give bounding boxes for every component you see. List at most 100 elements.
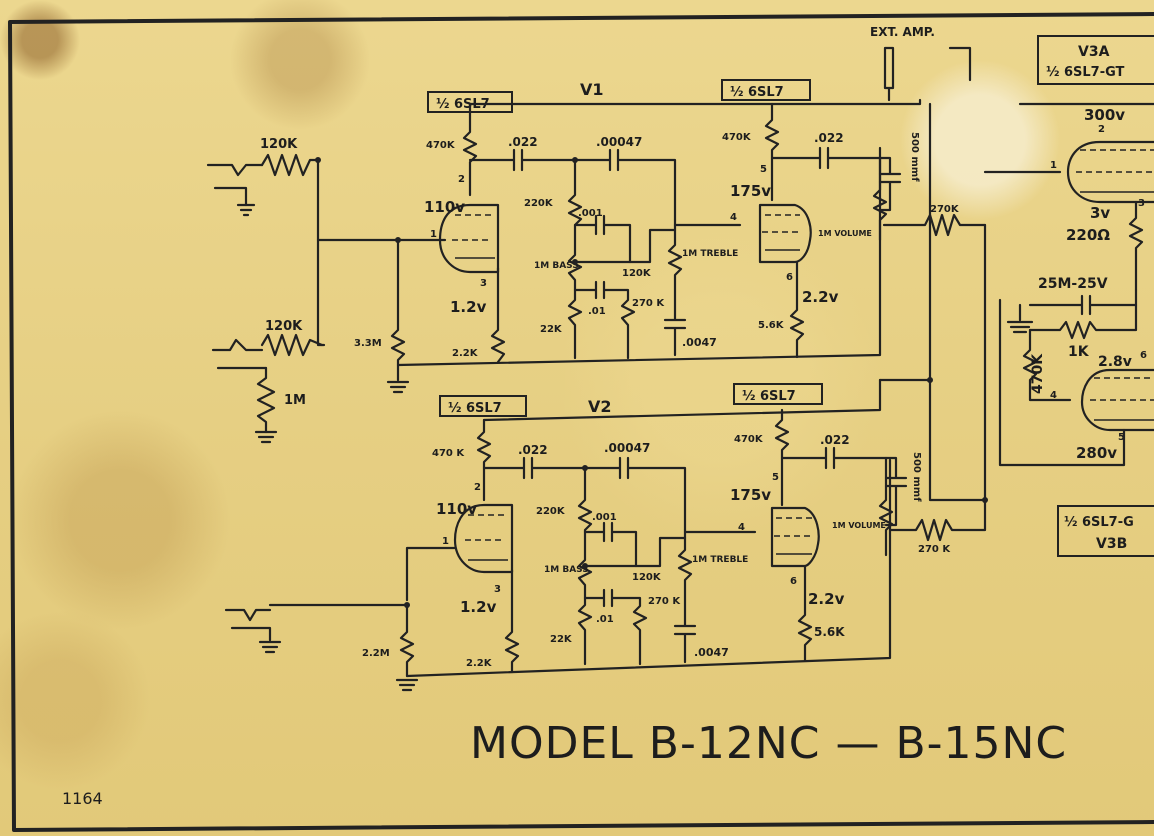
v1-cap-0047: .0047 [682, 336, 717, 349]
ext-amp-label: EXT. AMP. [870, 25, 935, 39]
v1-500mmf-cap [878, 156, 902, 212]
v1-stage2-plate-load-label: 470K [722, 132, 752, 143]
v2-cap-00047: .00047 [604, 441, 650, 455]
v2-pin3: 3 [494, 584, 501, 595]
v3-bypass-cap [1028, 288, 1138, 316]
v2-stage2-pin5: 5 [772, 472, 779, 483]
v3-r-1k [1028, 303, 1138, 340]
v3a-pin2: 2 [1098, 124, 1105, 135]
input-jack-1 [206, 163, 264, 217]
v2-grid-res-label: 2.2M [362, 648, 390, 659]
v1-cathode-volt: 1.2v [450, 298, 487, 316]
v2-stage2-cathode-resistor [797, 564, 813, 662]
v2-stage2-tube-label-box [733, 383, 823, 405]
v2-plate-volt: 110v [436, 500, 477, 518]
v2-triode-envelope [453, 503, 514, 574]
v1-cap-500: 500 mmf [909, 132, 920, 182]
v1-r-270k: 270 K [632, 298, 665, 309]
v2-r-120k: 120K [632, 572, 662, 583]
v1-pin2: 2 [458, 174, 465, 185]
v1-cap-01-and-270k [573, 280, 636, 360]
v2-stage2-plate-load [774, 408, 790, 507]
v2-mix-resistor [888, 498, 987, 542]
v3b-label-box [1057, 505, 1154, 557]
v3a-label-box [1037, 35, 1154, 85]
v1-out-cap: .022 [814, 131, 844, 145]
v2-cap-01-and-270k [583, 588, 648, 666]
v1-treble-pot-and-cap [663, 218, 687, 357]
v2-stage2-plate-volt: 175v [730, 486, 771, 504]
v3b-pin6: 6 [1140, 350, 1147, 361]
v2-input-jack [224, 608, 282, 654]
v1-pin1: 1 [430, 229, 437, 240]
v2-stage2-pin6: 6 [790, 576, 797, 587]
v3a-pin1: 1 [1050, 160, 1057, 171]
v2-cathode-resistor [504, 568, 520, 674]
v2-cap-500: 500 mmf [911, 452, 922, 502]
v1-cap-00047: .00047 [596, 135, 642, 149]
v1-mix-res-label: 270K [930, 204, 960, 215]
v1-plate-load-label: 470K [426, 140, 456, 151]
ext-amp-jack [883, 46, 895, 102]
v2-cap-022: .022 [518, 443, 548, 457]
v3a-cathode-res-label: 220Ω [1066, 226, 1110, 244]
v2-stage2-plate-load-label: 470K [734, 434, 764, 445]
r-1m-label: 1M [284, 393, 306, 408]
v3a-triode-envelope [1066, 140, 1154, 204]
v1-stage2-pin5: 5 [760, 164, 767, 175]
v1-grid-resistor [390, 238, 406, 382]
v1-stage2-plate-volt: 175v [730, 182, 771, 200]
v2-tube-type: ½ 6SL7 [448, 401, 502, 416]
ground-symbol [395, 678, 419, 692]
v2-plate-load-resistor [476, 418, 492, 502]
v2-grid-wire [405, 546, 457, 602]
v1-stage2-triode-envelope [758, 203, 812, 264]
v1-plate-volt: 110v [424, 198, 465, 216]
v3b-label: V3B [1096, 536, 1127, 552]
v2-cap-001 [583, 521, 638, 568]
v2-pin2: 2 [474, 482, 481, 493]
v2-bplus-rail [482, 378, 882, 422]
v2-output-cap-and-volume [780, 446, 894, 557]
v1-label: V1 [580, 80, 604, 99]
v1-stage2-tube-label-box [721, 79, 811, 101]
v1-stage2-plate-load [764, 102, 780, 202]
v2-bass-pot: 1M BASS [544, 565, 589, 575]
model-title: MODEL B-12NC — B-15NC [470, 718, 1067, 769]
v2-treble-pot: 1M TREBLE [692, 555, 748, 565]
v3a-cathode-resistor [1128, 200, 1144, 292]
ground-symbol [386, 380, 410, 394]
v1-grid-res-label: 3.3M [354, 338, 382, 349]
v2-r-270k: 270 K [648, 596, 681, 607]
resistor-120k-top [260, 153, 320, 177]
drawing-number: 1164 [62, 789, 103, 808]
v3-r-470k [1022, 328, 1072, 402]
v3b-pin4: 4 [1050, 390, 1057, 401]
v2-cap-001-label: .001 [592, 512, 617, 523]
v2-bass-wiper [583, 536, 687, 568]
v2-label: V2 [588, 397, 612, 416]
v2-tube-label-box [439, 395, 527, 417]
v1-stage2-tube-type: ½ 6SL7 [730, 85, 784, 100]
v3b-tube-type: ½ 6SL7-G [1064, 515, 1134, 530]
r-120k-bottom-label: 120K [265, 319, 303, 334]
input-jack-2 [211, 338, 268, 370]
v1-stage2-cathode-volt: 2.2v [802, 288, 839, 306]
v2-treble-pot-and-cap [673, 528, 697, 664]
v1-bass-wiper [573, 228, 677, 264]
v1-pin4: 4 [730, 212, 737, 223]
v1-plate-load-resistor [462, 102, 478, 197]
resistor-120k-bottom [260, 333, 324, 357]
v1-output-cap-and-volume [770, 146, 888, 242]
v3-r-470k-label: 470K [1030, 353, 1046, 394]
input-bus-wire [316, 158, 326, 347]
v3-r-1k-label: 1K [1068, 344, 1090, 360]
v1-cap-001 [573, 214, 632, 264]
v3b-plate-volt: 280v [1076, 444, 1117, 462]
v1-volume-pot: 1M VOLUME [818, 229, 872, 238]
v2-r-22k: 22K [550, 634, 573, 645]
v2-cap-01: .01 [596, 614, 614, 625]
v2-stage2-cathode-volt: 2.2v [808, 590, 845, 608]
